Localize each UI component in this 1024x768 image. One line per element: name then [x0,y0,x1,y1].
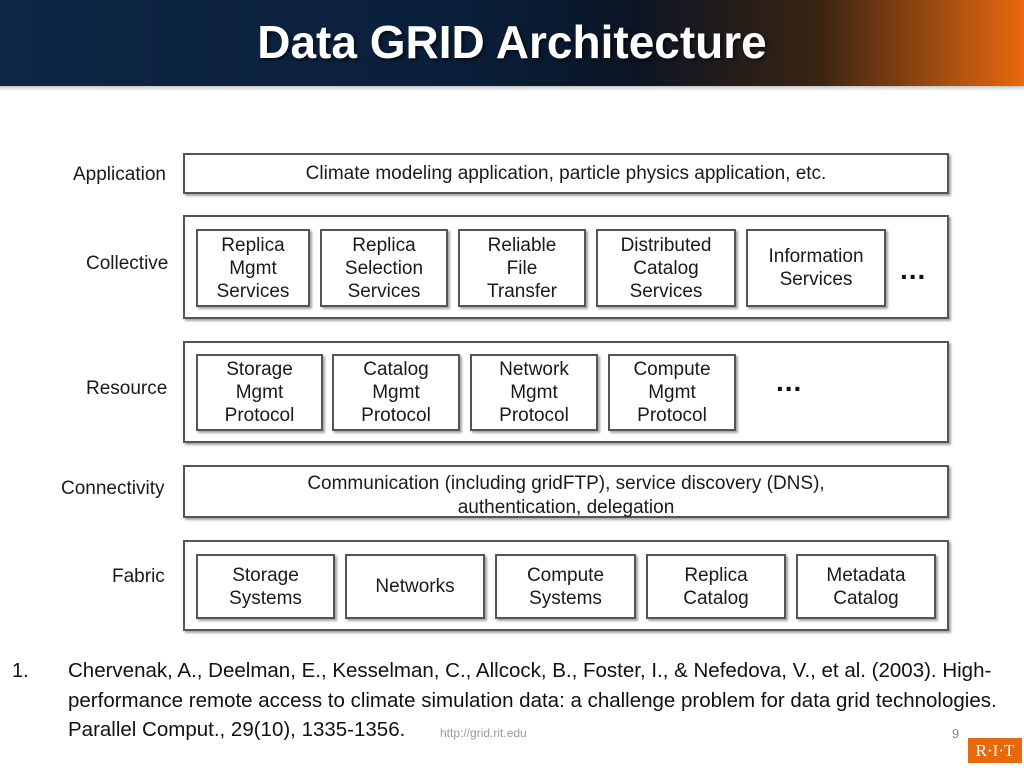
layer-label-application: Application [73,164,166,185]
component-label: Replica Selection Services [344,234,424,302]
component-label: Compute Mgmt Protocol [633,359,711,426]
connectivity-layer-box: Communication (including gridFTP), servi… [183,465,949,518]
component-compute-systems: Compute Systems [495,554,636,619]
title-bar [0,0,1024,86]
page-number: 9 [952,726,960,741]
component-label: Replica Catalog [683,564,749,609]
component-label: Metadata Catalog [826,564,906,609]
layer-label-collective: Collective [86,253,169,274]
slide-title: Data GRID Architecture [257,16,767,68]
component-replica-selection-services: Replica Selection Services [320,229,448,307]
layer-label-connectivity: Connectivity [61,478,165,499]
component-storage-systems: Storage Systems [196,554,335,619]
component-replica-catalog: Replica Catalog [646,554,786,619]
component-label: Networks [375,576,455,597]
connectivity-text-line2: authentication, delegation [457,497,675,518]
application-layer-text: Climate modeling application, particle p… [305,163,827,184]
component-storage-mgmt-protocol: Storage Mgmt Protocol [196,354,323,431]
component-compute-mgmt-protocol: Compute Mgmt Protocol [608,354,736,431]
component-label: Compute Systems [526,564,605,609]
component-distributed-catalog-services: Distributed Catalog Services [596,229,736,307]
component-information-services: Information Services [746,229,886,307]
component-label: Catalog Mgmt Protocol [361,359,431,426]
layer-label-fabric: Fabric [112,566,165,587]
component-label: Storage Mgmt Protocol [224,359,295,426]
rit-logo: R·I·T [968,738,1022,766]
component-label: Reliable File Transfer [486,234,558,302]
component-replica-mgmt-services: Replica Mgmt Services [196,229,310,307]
footer-url[interactable]: http://grid.rit.edu [440,726,527,740]
component-label: Replica Mgmt Services [216,234,290,302]
component-label: Storage Systems [229,564,302,609]
component-label: Network Mgmt Protocol [499,359,569,426]
layer-label-resource: Resource [86,378,168,399]
component-label: Distributed Catalog Services [620,234,712,302]
collective-ellipsis: ... [900,254,927,285]
reference-number: 1. [12,660,29,682]
resource-ellipsis: ... [776,366,803,397]
component-catalog-mgmt-protocol: Catalog Mgmt Protocol [332,354,460,431]
application-layer-box: Climate modeling application, particle p… [183,153,949,194]
reference-citation: Chervenak, A., Deelman, E., Kesselman, C… [68,659,997,741]
component-reliable-file-transfer: Reliable File Transfer [458,229,586,307]
component-networks: Networks [345,554,485,619]
component-network-mgmt-protocol: Network Mgmt Protocol [470,354,598,431]
title-divider [0,86,1024,91]
component-label: Information Services [768,246,864,290]
component-metadata-catalog: Metadata Catalog [796,554,936,619]
connectivity-text-line1: Communication (including gridFTP), servi… [307,473,825,494]
